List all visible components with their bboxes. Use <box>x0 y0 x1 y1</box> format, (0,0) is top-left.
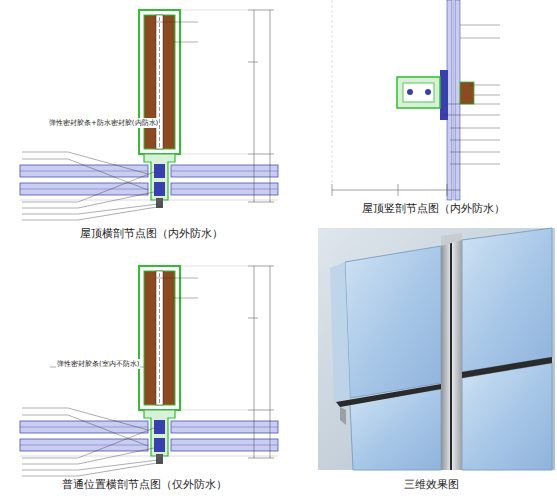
figure-caption: 屋顶横剖节点图（内外防水） <box>80 226 223 241</box>
annotation: 弹性密封胶条+防水密封胶(内防水) <box>48 118 159 128</box>
figure-caption: 屋顶竖剖节点图（内外防水） <box>362 201 505 216</box>
annotation: 弹性密封胶条(室内不防水) <box>56 359 140 369</box>
figure-caption: 普通位置横剖节点图（仅外防水） <box>62 477 227 492</box>
figure-caption: 三维效果图 <box>404 477 459 492</box>
